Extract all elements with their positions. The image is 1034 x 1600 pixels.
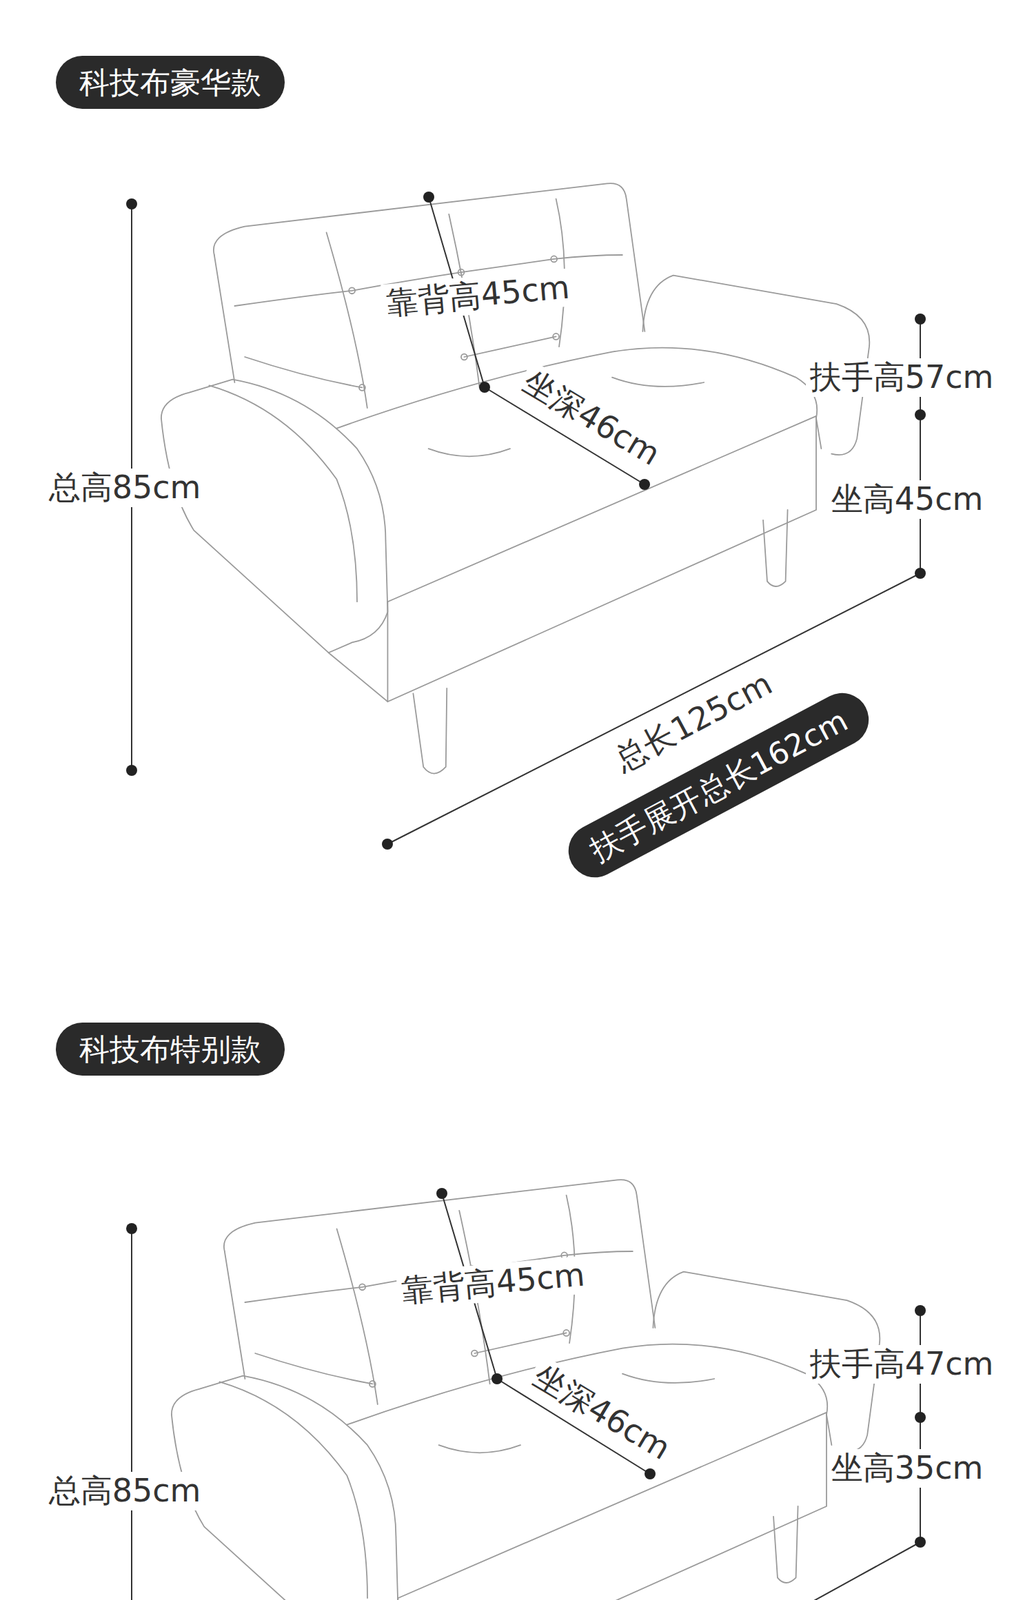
dimension-label: 扶手高47cm (805, 1345, 999, 1384)
dimension-label: 靠背高45cm (380, 268, 575, 323)
tag-text: 科技布豪华款 (79, 62, 262, 103)
dimension-label: 总高85cm (44, 1472, 206, 1511)
dimension-label: 靠背高45cm (395, 1255, 591, 1311)
tag-text: 科技布特别款 (79, 1029, 262, 1070)
dimension-lines (131, 197, 921, 1600)
dimension-label: 总高85cm (44, 468, 206, 507)
tag-pill: 科技布豪华款 (55, 55, 285, 109)
dimension-label: 扶手高57cm (805, 358, 999, 397)
dimension-label: 坐深46cm (512, 360, 671, 476)
dimension-label: 坐深46cm (523, 1355, 681, 1471)
dimension-label: 坐高45cm (827, 480, 988, 519)
tag-pill: 科技布特别款 (55, 1022, 285, 1077)
dimension-label: 坐高35cm (827, 1449, 988, 1488)
sofa-drawing (171, 1180, 880, 1600)
